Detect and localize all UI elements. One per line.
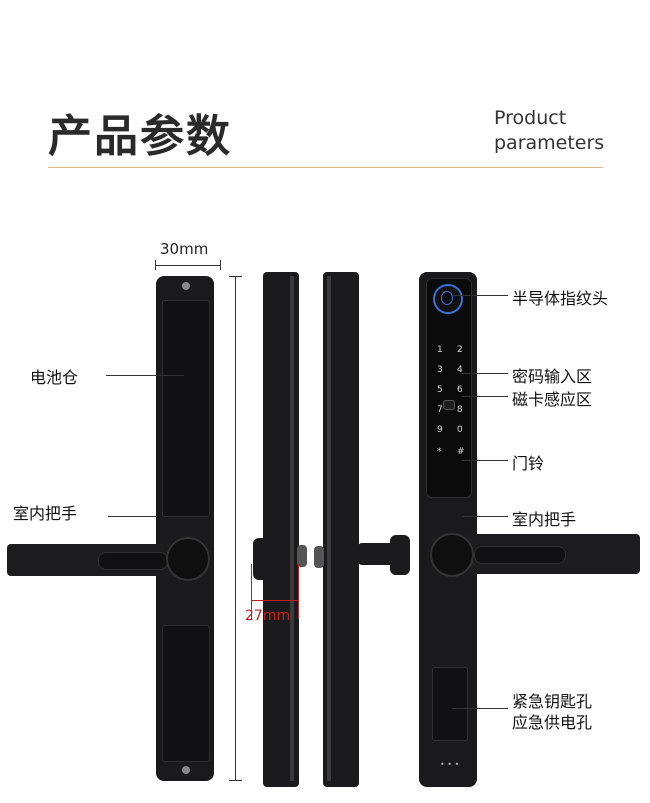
side-neck-2 <box>358 543 394 565</box>
label-keypad: 密码输入区 <box>512 367 593 386</box>
keypad-key-3: 3 <box>437 365 443 375</box>
bottom-cover <box>162 625 210 762</box>
side-spindle-1 <box>297 545 307 567</box>
keypad-key-1: 1 <box>437 345 443 355</box>
side-view-outer-edge <box>290 276 294 781</box>
keypad-key-6: 6 <box>457 385 463 395</box>
leader-key-hole <box>452 708 508 709</box>
label-key-hole: 紧急钥匙孔 <box>512 692 593 711</box>
keypad-key-8: 8 <box>457 405 463 415</box>
fingerprint-icon <box>441 291 453 305</box>
width-tick-right <box>220 260 221 270</box>
keypad-panel <box>426 278 472 498</box>
label-battery: 电池仓 <box>30 368 79 387</box>
thickness-line-left <box>251 564 252 619</box>
thickness-line-right <box>298 564 299 619</box>
leader-battery <box>106 375 184 376</box>
top-screw <box>182 282 190 290</box>
header-divider <box>48 167 603 168</box>
outer-handle-knob <box>430 533 474 577</box>
label-doorbell: 门铃 <box>512 454 545 473</box>
side-knob-1 <box>253 538 281 580</box>
outer-handle-groove <box>474 546 566 564</box>
leader-fingerprint <box>453 295 508 296</box>
thumb-turn-knob <box>166 537 210 581</box>
label-card: 磁卡感应区 <box>512 390 593 409</box>
battery-compartment <box>162 300 210 517</box>
thickness-line <box>251 600 299 601</box>
side-view-inner-edge <box>327 276 331 781</box>
card-reader-icon <box>443 400 455 410</box>
height-tick-top <box>229 276 242 277</box>
width-tick-left <box>155 260 156 270</box>
leader-card <box>462 396 508 397</box>
page-subtitle: Product parameters <box>494 106 604 156</box>
subtitle-line-2: parameters <box>494 132 605 154</box>
keypad-key-4: 4 <box>457 365 463 375</box>
label-handle-right: 室内把手 <box>512 510 577 529</box>
label-power: 应急供电孔 <box>512 713 593 732</box>
label-fingerprint: 半导体指纹头 <box>512 289 609 308</box>
height-tick-bottom <box>229 780 242 781</box>
keypad-key-7: 7 <box>437 405 443 415</box>
keypad-key-star: * <box>437 447 442 457</box>
side-knob-2 <box>390 535 410 575</box>
page-title: 产品参数 <box>48 111 232 162</box>
side-spindle-2 <box>314 546 324 568</box>
leader-handle-left <box>108 516 158 517</box>
width-dimension-label: 30mm <box>160 240 209 258</box>
keypad-key-5: 5 <box>437 385 443 395</box>
keypad-key-2: 2 <box>457 345 463 355</box>
bottom-screw <box>182 766 190 774</box>
height-dimension-line <box>235 276 236 781</box>
subtitle-line-1: Product <box>494 107 567 129</box>
keypad-key-9: 9 <box>437 425 443 435</box>
keypad-key-hash: # <box>457 447 465 457</box>
keypad-key-0: 0 <box>457 425 463 435</box>
width-dimension-line <box>155 265 221 266</box>
key-cover <box>432 667 468 741</box>
leader-doorbell <box>462 460 508 461</box>
thickness-label: 27mm <box>245 608 291 624</box>
leader-keypad <box>462 373 508 374</box>
handle-groove <box>98 552 168 570</box>
label-handle-left: 室内把手 <box>13 504 78 523</box>
leader-handle-right <box>462 516 508 517</box>
bottom-dots-icon: • • • <box>440 760 460 769</box>
